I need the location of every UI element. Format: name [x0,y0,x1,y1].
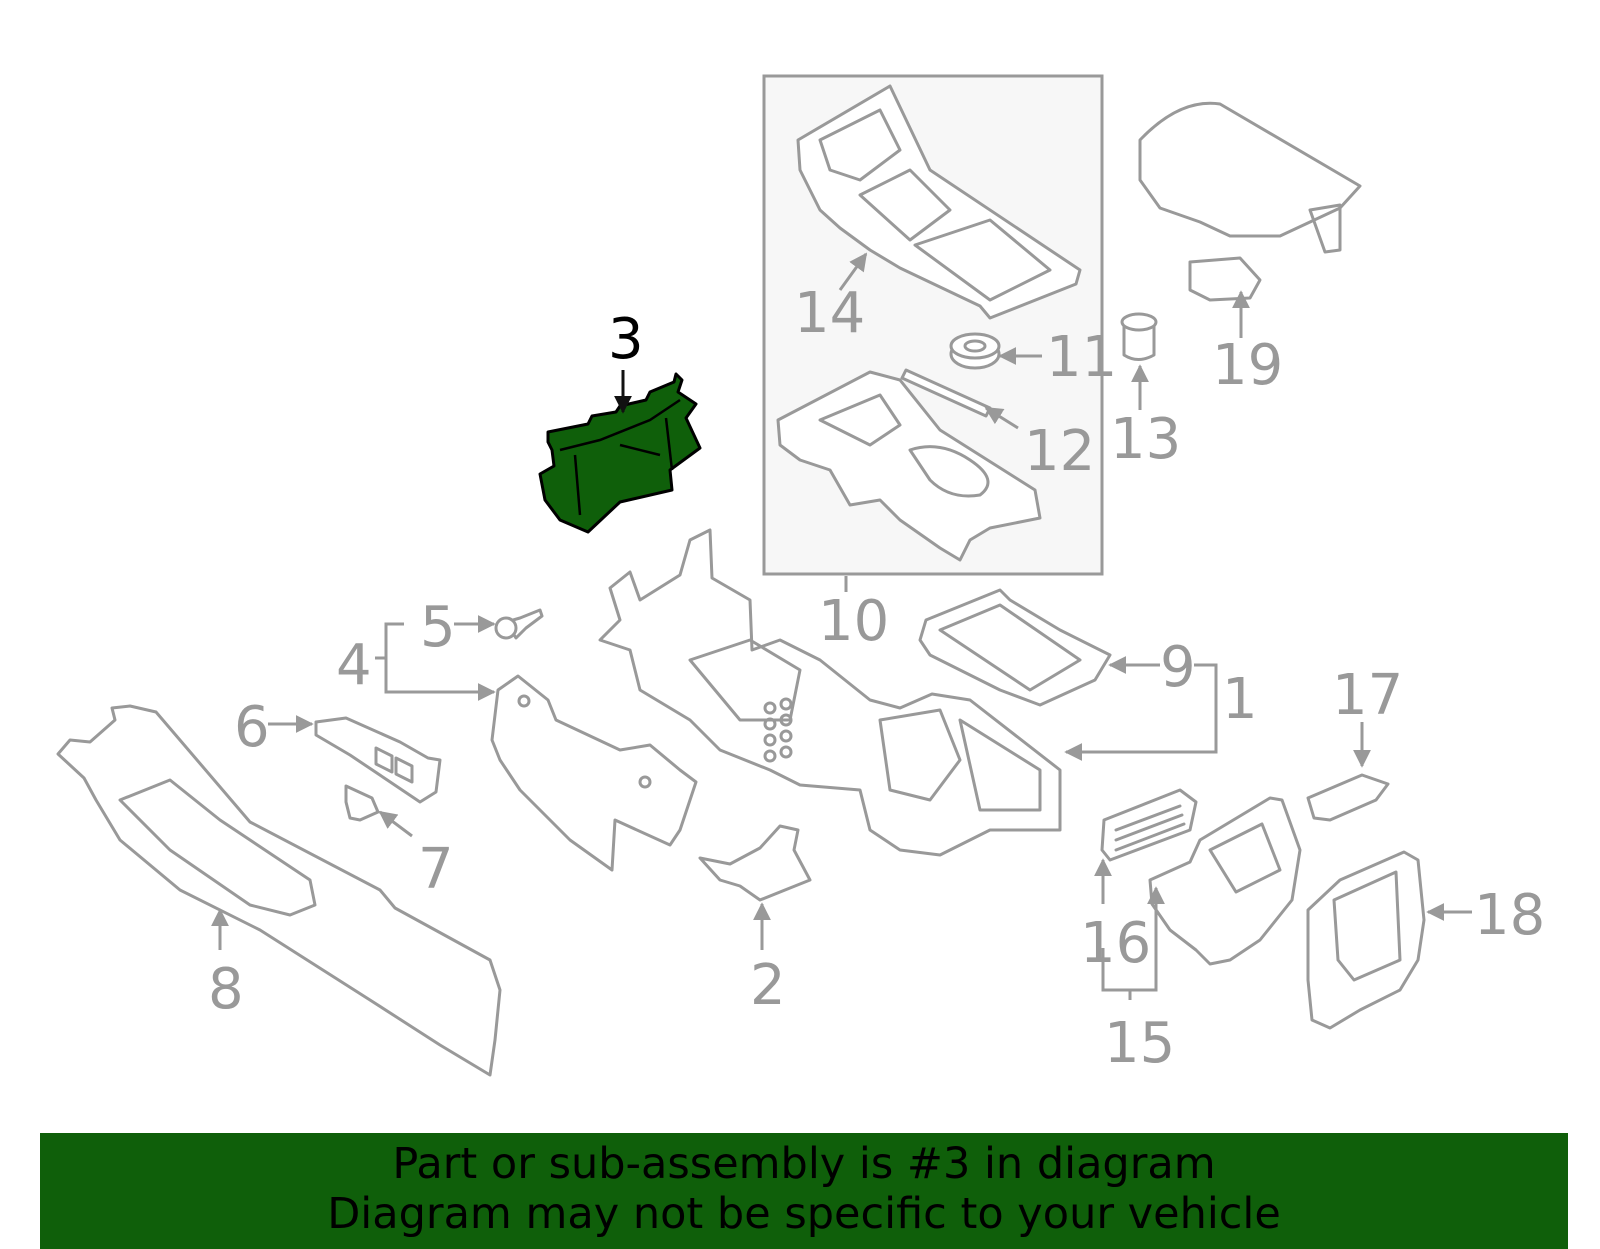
callout-10[interactable]: 10 [818,589,889,654]
callout-14[interactable]: 14 [794,281,865,346]
part-6-bracket[interactable] [314,716,442,804]
callout-7[interactable]: 7 [418,837,454,902]
part-19-armrest-lid[interactable] [1138,101,1362,302]
callout-13[interactable]: 13 [1110,407,1181,472]
callout-2[interactable]: 2 [750,953,786,1018]
callout-19[interactable]: 19 [1212,333,1283,398]
callout-9[interactable]: 9 [1160,635,1196,700]
callout-4[interactable]: 4 [336,633,372,698]
part-7-clip[interactable] [344,784,380,822]
part-5-screw-clip[interactable] [494,608,544,640]
callout-15[interactable]: 15 [1104,1011,1175,1076]
banner-line-2: Diagram may not be specific to your vehi… [327,1189,1281,1239]
part-17-small-cover[interactable] [1306,773,1390,822]
part-18-rear-panel[interactable] [1306,850,1426,1030]
leader-lines [211,252,1472,1000]
callout-8[interactable]: 8 [208,957,244,1022]
callout-17[interactable]: 17 [1332,663,1403,728]
callout-3[interactable]: 3 [608,307,644,372]
part-4-side-panel[interactable] [490,674,698,872]
callout-12[interactable]: 12 [1024,419,1095,484]
info-banner: Part or sub-assembly is #3 in diagram Di… [40,1133,1568,1249]
callout-1[interactable]: 1 [1222,667,1258,732]
callout-16[interactable]: 16 [1080,911,1151,976]
part-9-tray[interactable] [918,588,1112,707]
callout-6[interactable]: 6 [234,695,270,760]
part-10-console-housing[interactable] [776,370,1042,562]
callout-labels: 3 14 11 12 13 19 10 9 1 5 4 6 7 8 2 16 1… [208,281,1545,1076]
part-8-side-trim[interactable] [56,704,502,1077]
callout-11[interactable]: 11 [1046,325,1117,390]
part-15-rear-vent-assembly[interactable] [1148,796,1302,966]
part-11-washer[interactable] [949,332,1001,370]
part-13-cup-insert[interactable] [1120,312,1158,361]
part-3-bracket-highlighted[interactable] [538,372,702,534]
banner-line-1: Part or sub-assembly is #3 in diagram [392,1139,1216,1189]
callout-5[interactable]: 5 [420,595,456,660]
part-2-small-bracket[interactable] [698,824,812,902]
part-14-shifter-bezel[interactable] [796,84,1082,320]
part-1-console-body[interactable] [598,528,1062,857]
callout-18[interactable]: 18 [1474,883,1545,948]
part-16-vent-grille[interactable] [1100,788,1198,862]
part-1-vent-holes [763,697,793,763]
